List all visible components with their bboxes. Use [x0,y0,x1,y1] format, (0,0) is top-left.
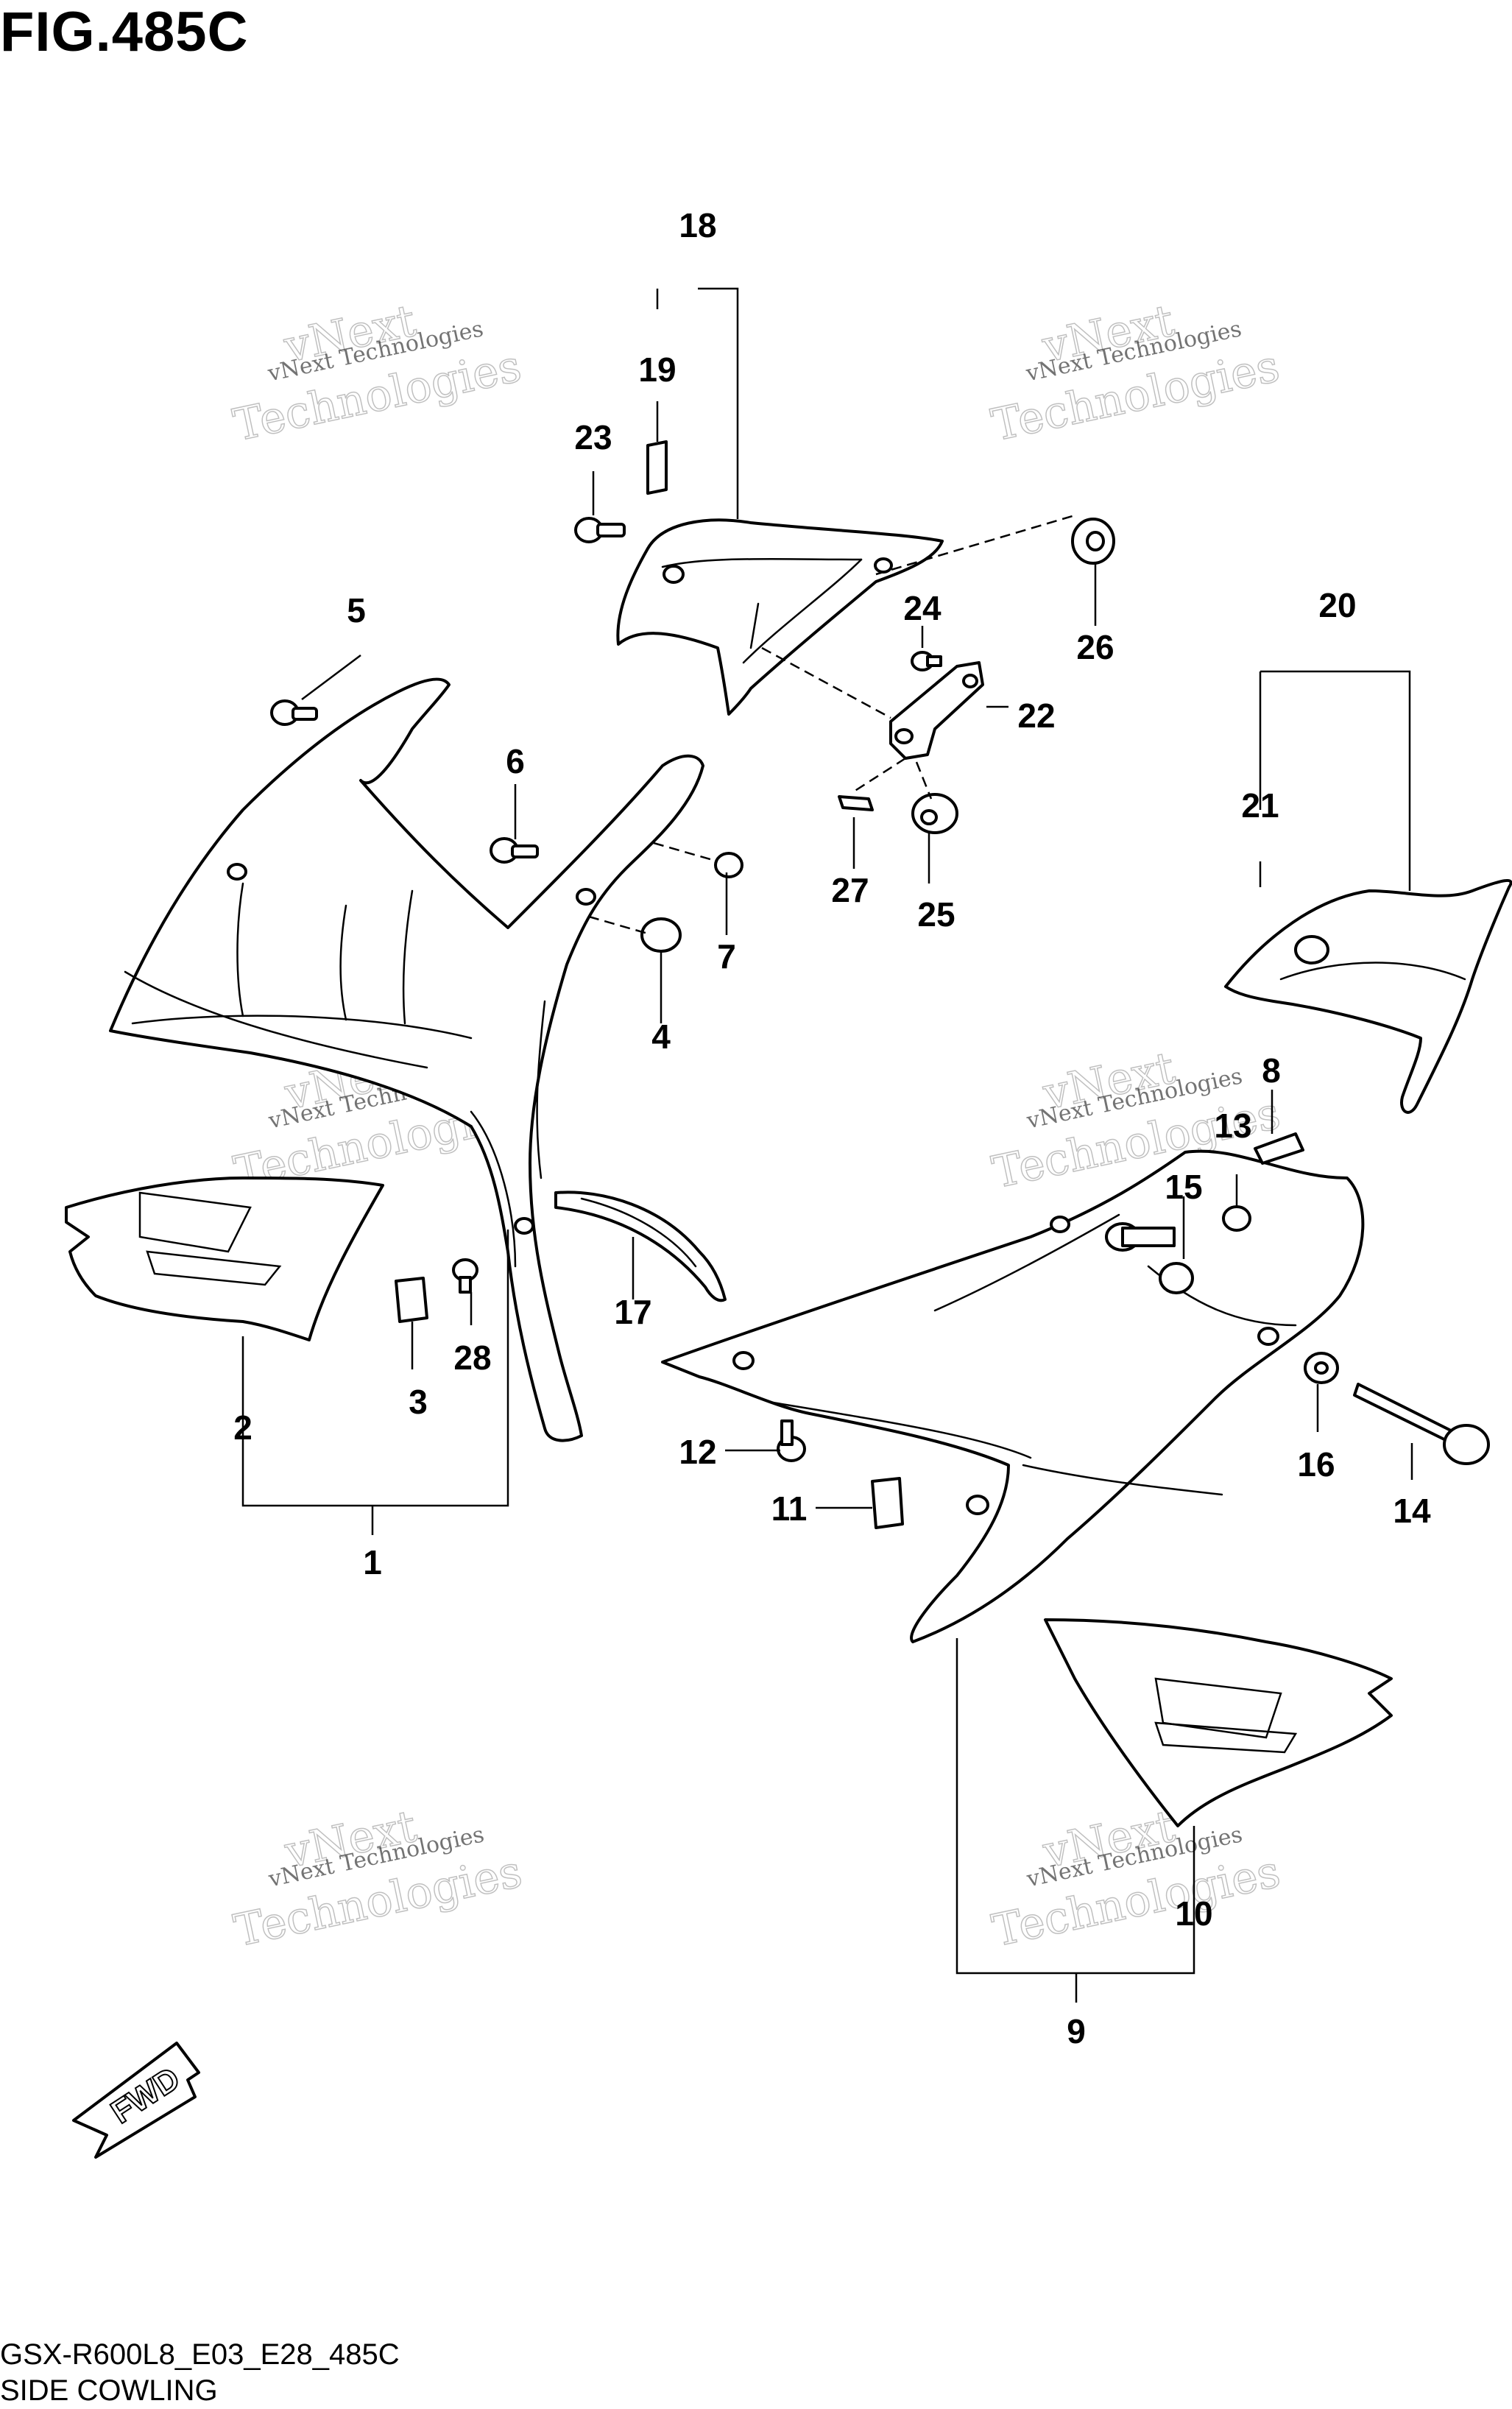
part-22-stay [889,661,984,760]
callout-16: 16 [1297,1445,1335,1484]
callout-13: 13 [1214,1107,1251,1145]
callout-22: 22 [1017,696,1055,735]
part-23-bolt [574,517,626,543]
leader-lines [241,287,1413,2003]
callout-2: 2 [233,1408,252,1447]
part-10-lower-decal [1044,1618,1393,1827]
callout-6: 6 [506,742,525,780]
part-20-side-panel [1224,878,1512,1114]
part-15-collar [1105,1222,1194,1294]
part-27-clip [838,795,874,811]
part-13-nut [1222,1205,1251,1232]
callout-18: 18 [679,206,716,244]
part-19-label [646,440,668,495]
part-28-screw [452,1258,478,1294]
part-25-grommet [911,793,958,834]
callout-23: 23 [574,418,612,456]
callout-26: 26 [1076,628,1114,666]
part-9-lower-cowling [661,1149,1365,1643]
part-16-washer [1304,1352,1339,1384]
callout-24: 24 [903,589,942,627]
part-11-clip [871,1477,904,1529]
callout-10: 10 [1175,1894,1212,1933]
part-3-clip [395,1277,428,1323]
part-6-bolt [490,837,539,864]
part-7-nut [714,852,743,878]
watermark-top-right: vNext Technologies vNext Technologies [986,294,1284,452]
callout-17: 17 [614,1293,651,1331]
watermark-top-left: vNext Technologies vNext Technologies [228,294,526,452]
callout-25: 25 [917,895,955,934]
footer-model-code: GSX-R600L8_E03_E28_485C [0,2338,400,2371]
callout-15: 15 [1165,1168,1202,1206]
callout-14: 14 [1393,1492,1431,1530]
watermark-bottom-right: vNext Technologies vNext Technologies [987,1800,1285,1958]
callout-27: 27 [831,871,869,909]
part-1-upper-cowling [109,677,704,1442]
callout-11: 11 [771,1489,808,1528]
part-18-inner-panel [616,518,944,716]
fwd-arrow-icon: FWD [72,2042,200,2159]
part-2-side-decal [65,1177,384,1341]
callout-7: 7 [717,937,736,976]
callout-5: 5 [347,591,366,629]
callout-21: 21 [1241,786,1279,825]
callout-1: 1 [363,1543,382,1581]
part-4-grommet [640,917,682,953]
callout-3: 3 [409,1383,428,1421]
callout-4: 4 [651,1017,671,1056]
callout-19: 19 [638,350,676,389]
part-12-screw [777,1419,806,1462]
callout-20: 20 [1318,586,1356,624]
figure-title: FIG.485C [0,1,249,63]
callout-labels: 18 19 23 24 26 22 20 21 5 6 7 4 27 25 8 … [233,206,1431,2050]
footer-section-name: SIDE COWLING [0,2374,218,2407]
part-5-bolt [270,699,318,726]
callout-28: 28 [453,1338,491,1377]
callout-12: 12 [679,1433,716,1471]
callout-9: 9 [1067,2012,1086,2050]
callout-8: 8 [1262,1051,1281,1090]
part-8-clip [1254,1132,1304,1165]
part-24-screw [911,651,942,671]
part-17-bracket [554,1191,727,1302]
watermark-bottom-left: vNext Technologies vNext Technologies [229,1800,526,1958]
part-14-bolt [1353,1383,1490,1465]
assembly-dash-lines [588,514,1075,935]
part-26-grommet [1071,518,1115,565]
